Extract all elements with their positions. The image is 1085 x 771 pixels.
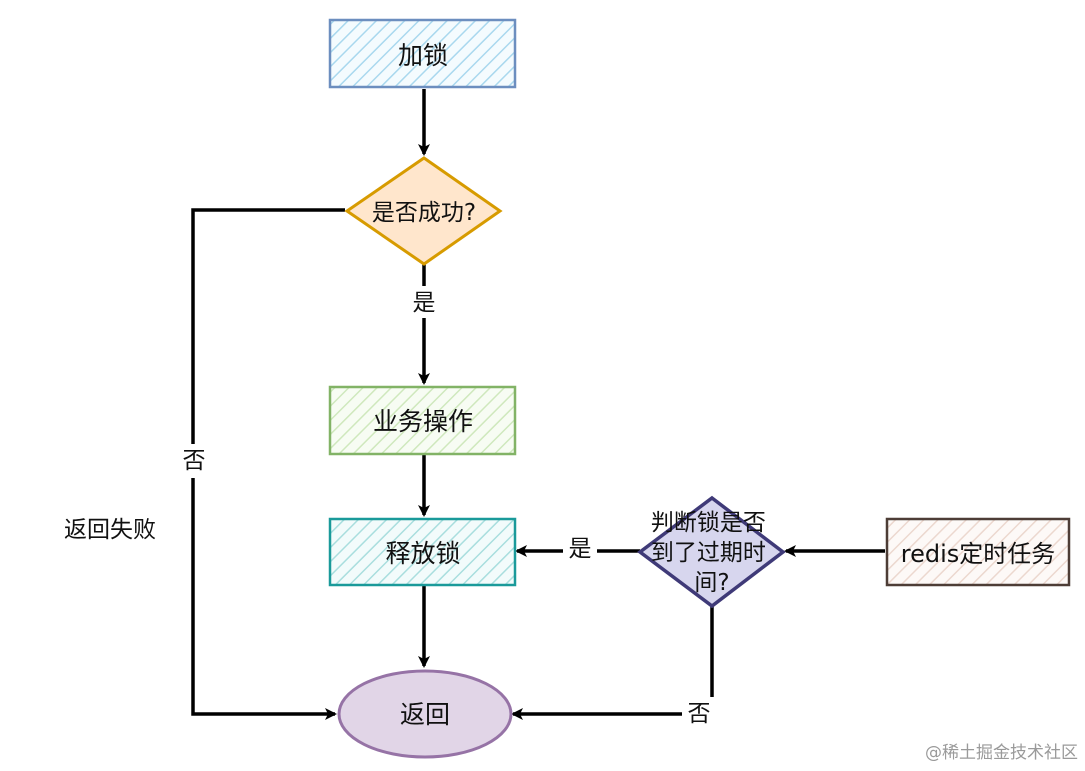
success-check-label: 是否成功? [372, 200, 476, 226]
node-success-check: 是否成功? [344, 156, 503, 266]
node-return: 返回 [337, 669, 513, 759]
business-label: 业务操作 [373, 407, 473, 436]
edge-label-yes-expired: 是 [569, 536, 592, 562]
node-expire-check: 判断锁是否 到了过期时 间? [637, 495, 786, 609]
release-box [328, 517, 517, 587]
lock-box [328, 18, 517, 89]
node-business: 业务操作 [328, 385, 517, 456]
node-release: 释放锁 [328, 517, 517, 587]
edge-label-yes-success: 是 [413, 290, 436, 316]
return-ellipse [337, 669, 513, 759]
expire-check-line-3: 间? [694, 570, 729, 596]
expire-check-label: 判断锁是否 到了过期时 间? [651, 510, 773, 596]
edge-labels: 是 否 是 否 [178, 286, 716, 729]
expire-check-line-2: 到了过期时 [651, 540, 766, 566]
edge-label-no-expired: 否 [688, 701, 711, 727]
edge-check-fail-to-return [191, 208, 345, 720]
success-check-diamond [344, 156, 503, 266]
return-failure-annotation: 返回失败 [64, 517, 156, 543]
expire-check-diamond [637, 495, 786, 609]
release-label: 释放锁 [385, 539, 460, 568]
return-label: 返回 [400, 700, 450, 729]
scheduled-task-label: redis定时任务 [901, 540, 1056, 568]
expire-check-line-1: 判断锁是否 [651, 510, 766, 536]
business-box [328, 385, 517, 456]
watermark: @稀土掘金技术社区 [925, 743, 1078, 763]
scheduled-task-box [885, 517, 1071, 587]
edge-label-no-success: 否 [183, 448, 206, 474]
lock-label: 加锁 [398, 41, 448, 70]
edges [191, 89, 885, 720]
node-scheduled-task: redis定时任务 [885, 517, 1071, 587]
node-lock: 加锁 [328, 18, 517, 89]
